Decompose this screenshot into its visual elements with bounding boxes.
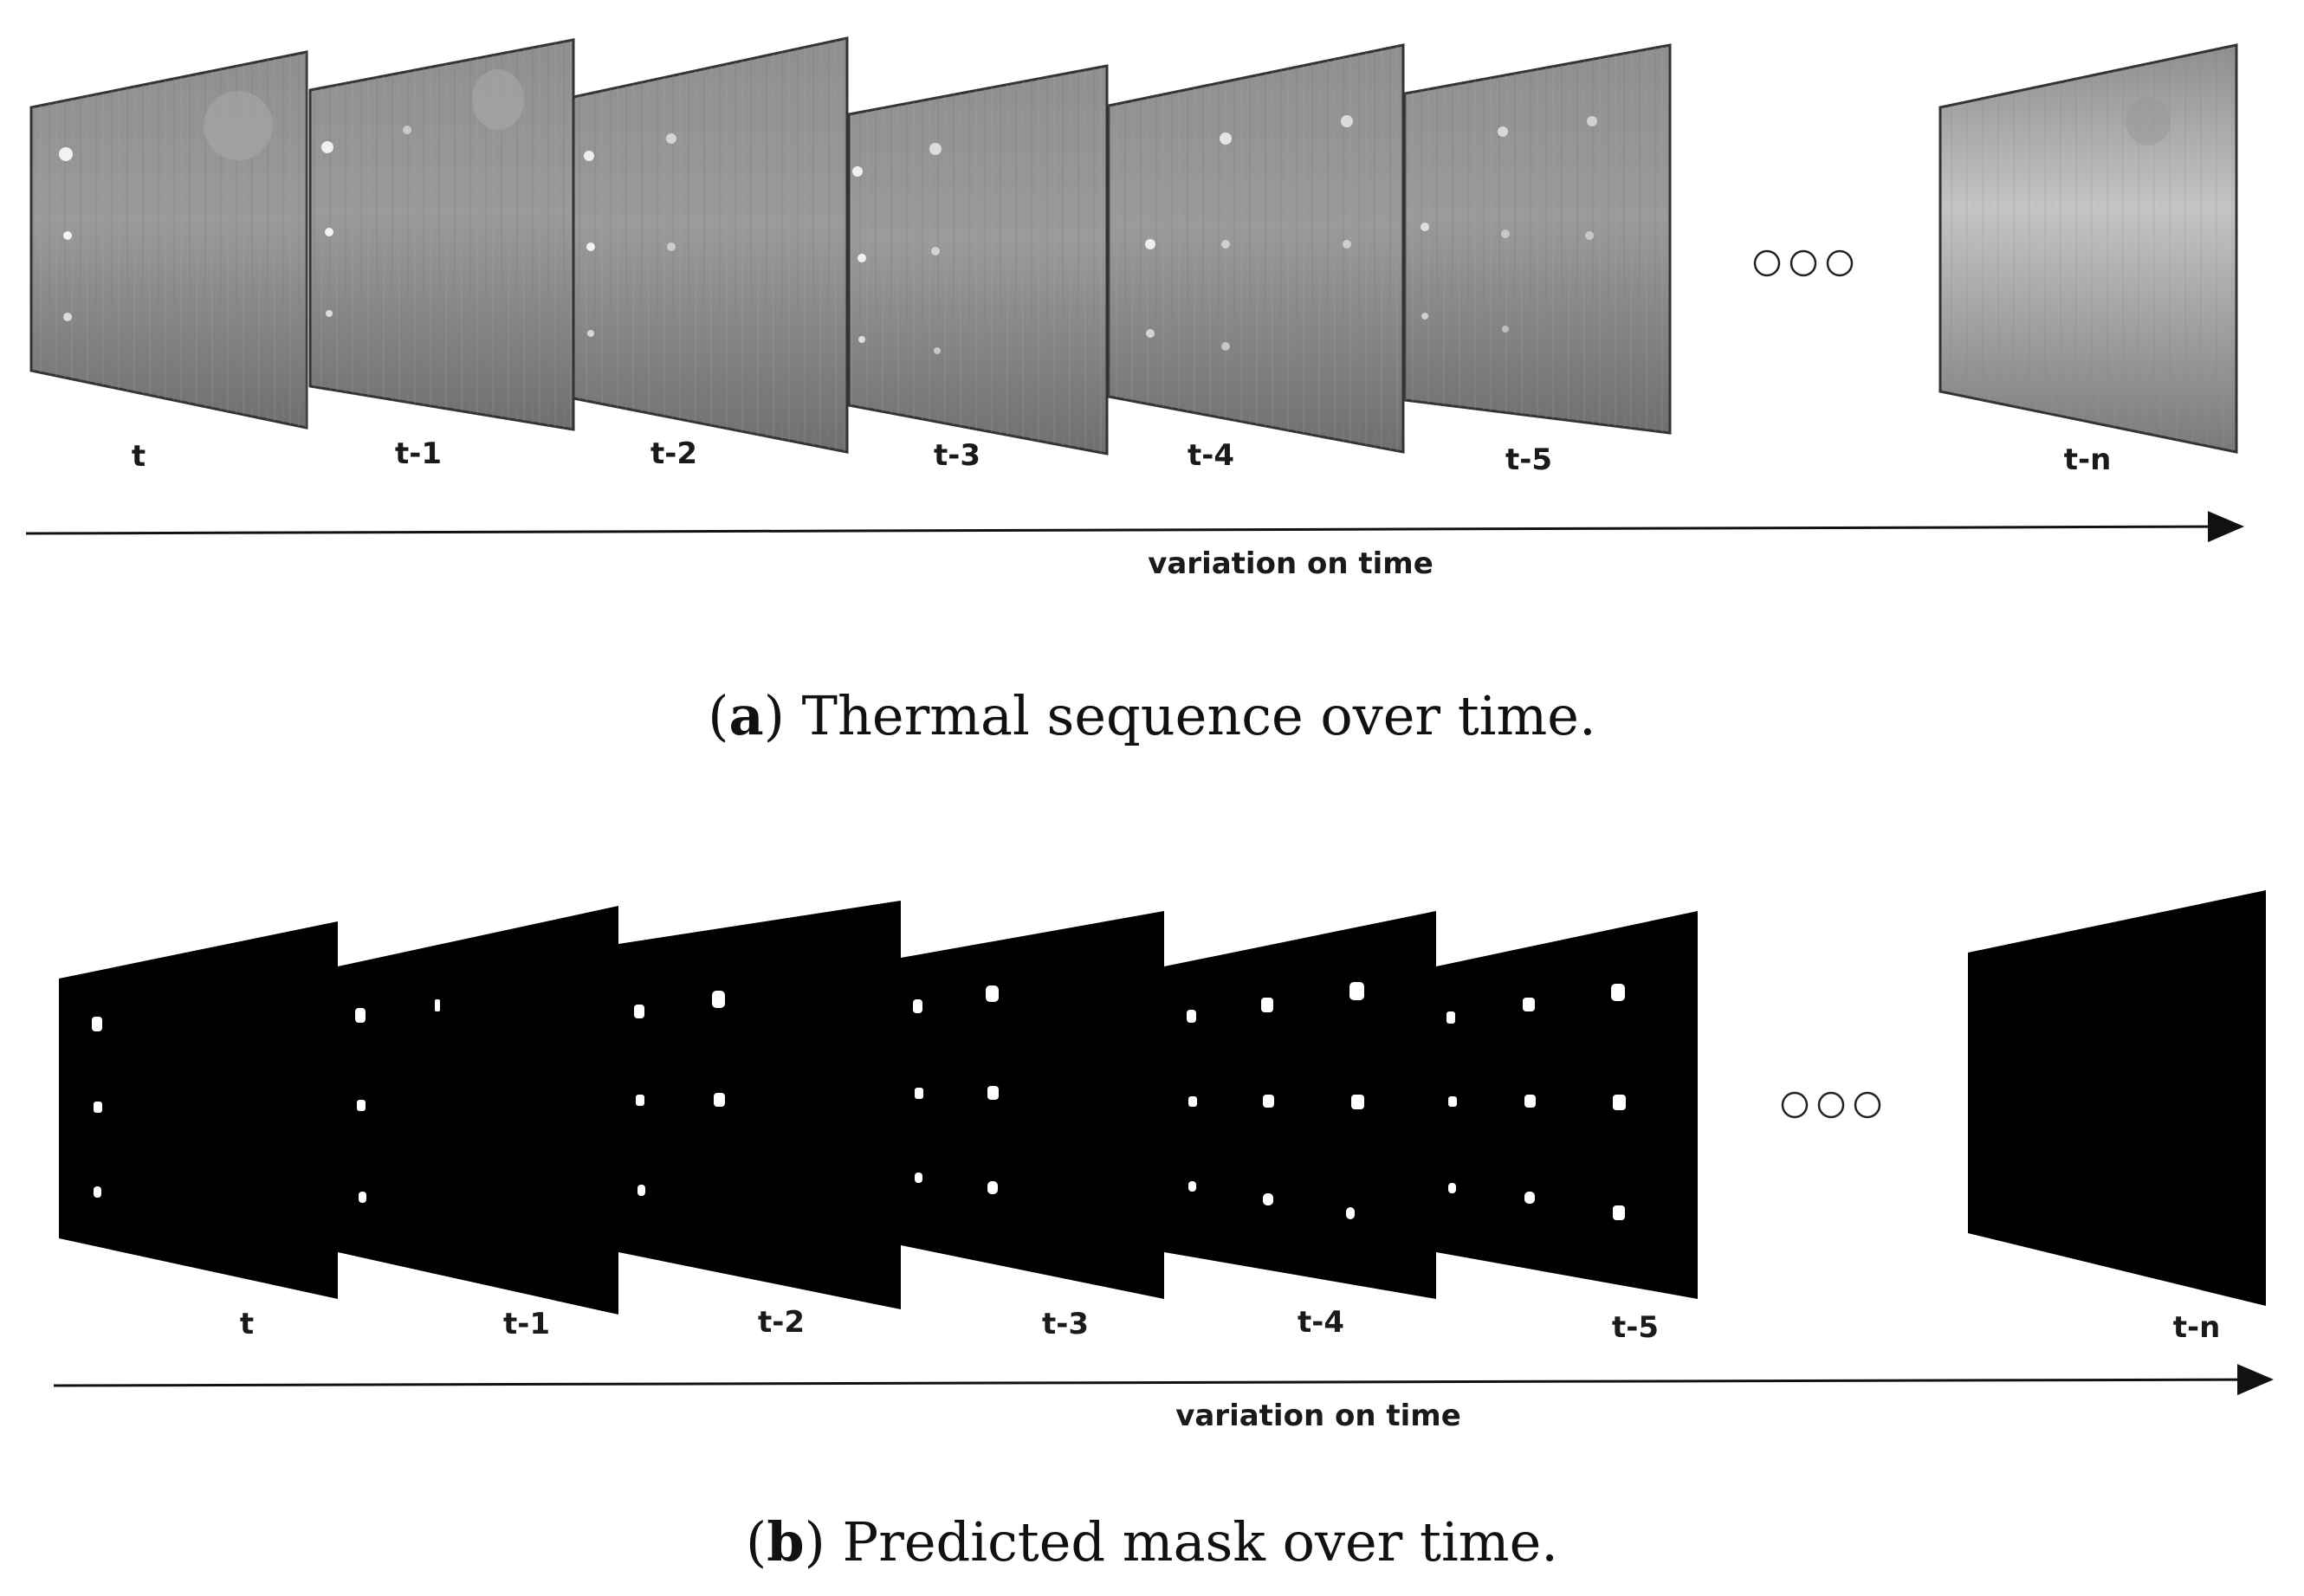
caption-text-b: Predicted mask over time. xyxy=(843,1510,1558,1573)
thermal-frame-t4 xyxy=(1107,43,1405,454)
axis-label-b: variation on time xyxy=(1175,1399,1461,1433)
mask-frame-t2 xyxy=(618,901,901,1309)
caption-a: (a) Thermal sequence over time. xyxy=(708,684,1595,747)
time-arrow-a xyxy=(25,511,2244,543)
mask-frame-t4 xyxy=(1164,911,1436,1299)
frame-label: t-n xyxy=(2064,443,2112,477)
mask-frame-t3 xyxy=(901,911,1164,1299)
mask-frame-t1 xyxy=(338,906,618,1315)
frame-label: t-2 xyxy=(650,436,697,471)
frame-label: t-5 xyxy=(1505,443,1552,477)
frame-label: t-1 xyxy=(503,1307,550,1341)
frame-label: t xyxy=(132,439,146,474)
time-arrow-b xyxy=(53,1364,2274,1396)
frame-label: t-n xyxy=(2173,1310,2221,1345)
thermal-frame-t5 xyxy=(1403,43,1672,435)
frame-label: t-4 xyxy=(1188,438,1234,473)
caption-letter-b: b xyxy=(767,1510,804,1573)
thermal-frame-t1 xyxy=(308,38,575,431)
frame-label: t-1 xyxy=(395,436,442,471)
caption-b: (b) Predicted mask over time. xyxy=(746,1510,1558,1573)
frame-label: t-2 xyxy=(758,1305,805,1340)
frame-label: t xyxy=(240,1307,254,1341)
mask-frame-tn xyxy=(1968,890,2266,1306)
panel-b: t t-1 t-2 t-3 t-4 t-5 t-n variation on t… xyxy=(53,890,2274,1573)
caption-text-a: Thermal sequence over time. xyxy=(802,684,1596,747)
mask-frame-t5 xyxy=(1436,911,1698,1299)
frame-label: t-4 xyxy=(1298,1305,1344,1340)
ellipsis-icon xyxy=(1781,1091,1881,1119)
frame-labels-a: t t-1 t-2 t-3 t-4 t-5 t-n xyxy=(132,436,2111,477)
axis-label-a: variation on time xyxy=(1148,546,1434,581)
thermal-frame-tn xyxy=(1938,43,2238,454)
frame-label: t-3 xyxy=(934,438,980,473)
mask-frame-t xyxy=(59,921,338,1299)
thermal-frame-t2 xyxy=(572,36,849,454)
thermal-frames xyxy=(29,36,2238,456)
frame-label: t-5 xyxy=(1612,1310,1659,1345)
thermal-frame-t xyxy=(29,50,308,430)
mask-frames xyxy=(59,890,2266,1315)
caption-letter-a: a xyxy=(729,684,764,747)
ellipsis-icon xyxy=(1753,249,1854,277)
thermal-frame-t3 xyxy=(847,64,1109,456)
frame-label: t-3 xyxy=(1042,1307,1089,1341)
frame-labels-b: t t-1 t-2 t-3 t-4 t-5 t-n xyxy=(240,1305,2220,1345)
panel-a: t t-1 t-2 t-3 t-4 t-5 t-n variation on t… xyxy=(25,36,2244,747)
